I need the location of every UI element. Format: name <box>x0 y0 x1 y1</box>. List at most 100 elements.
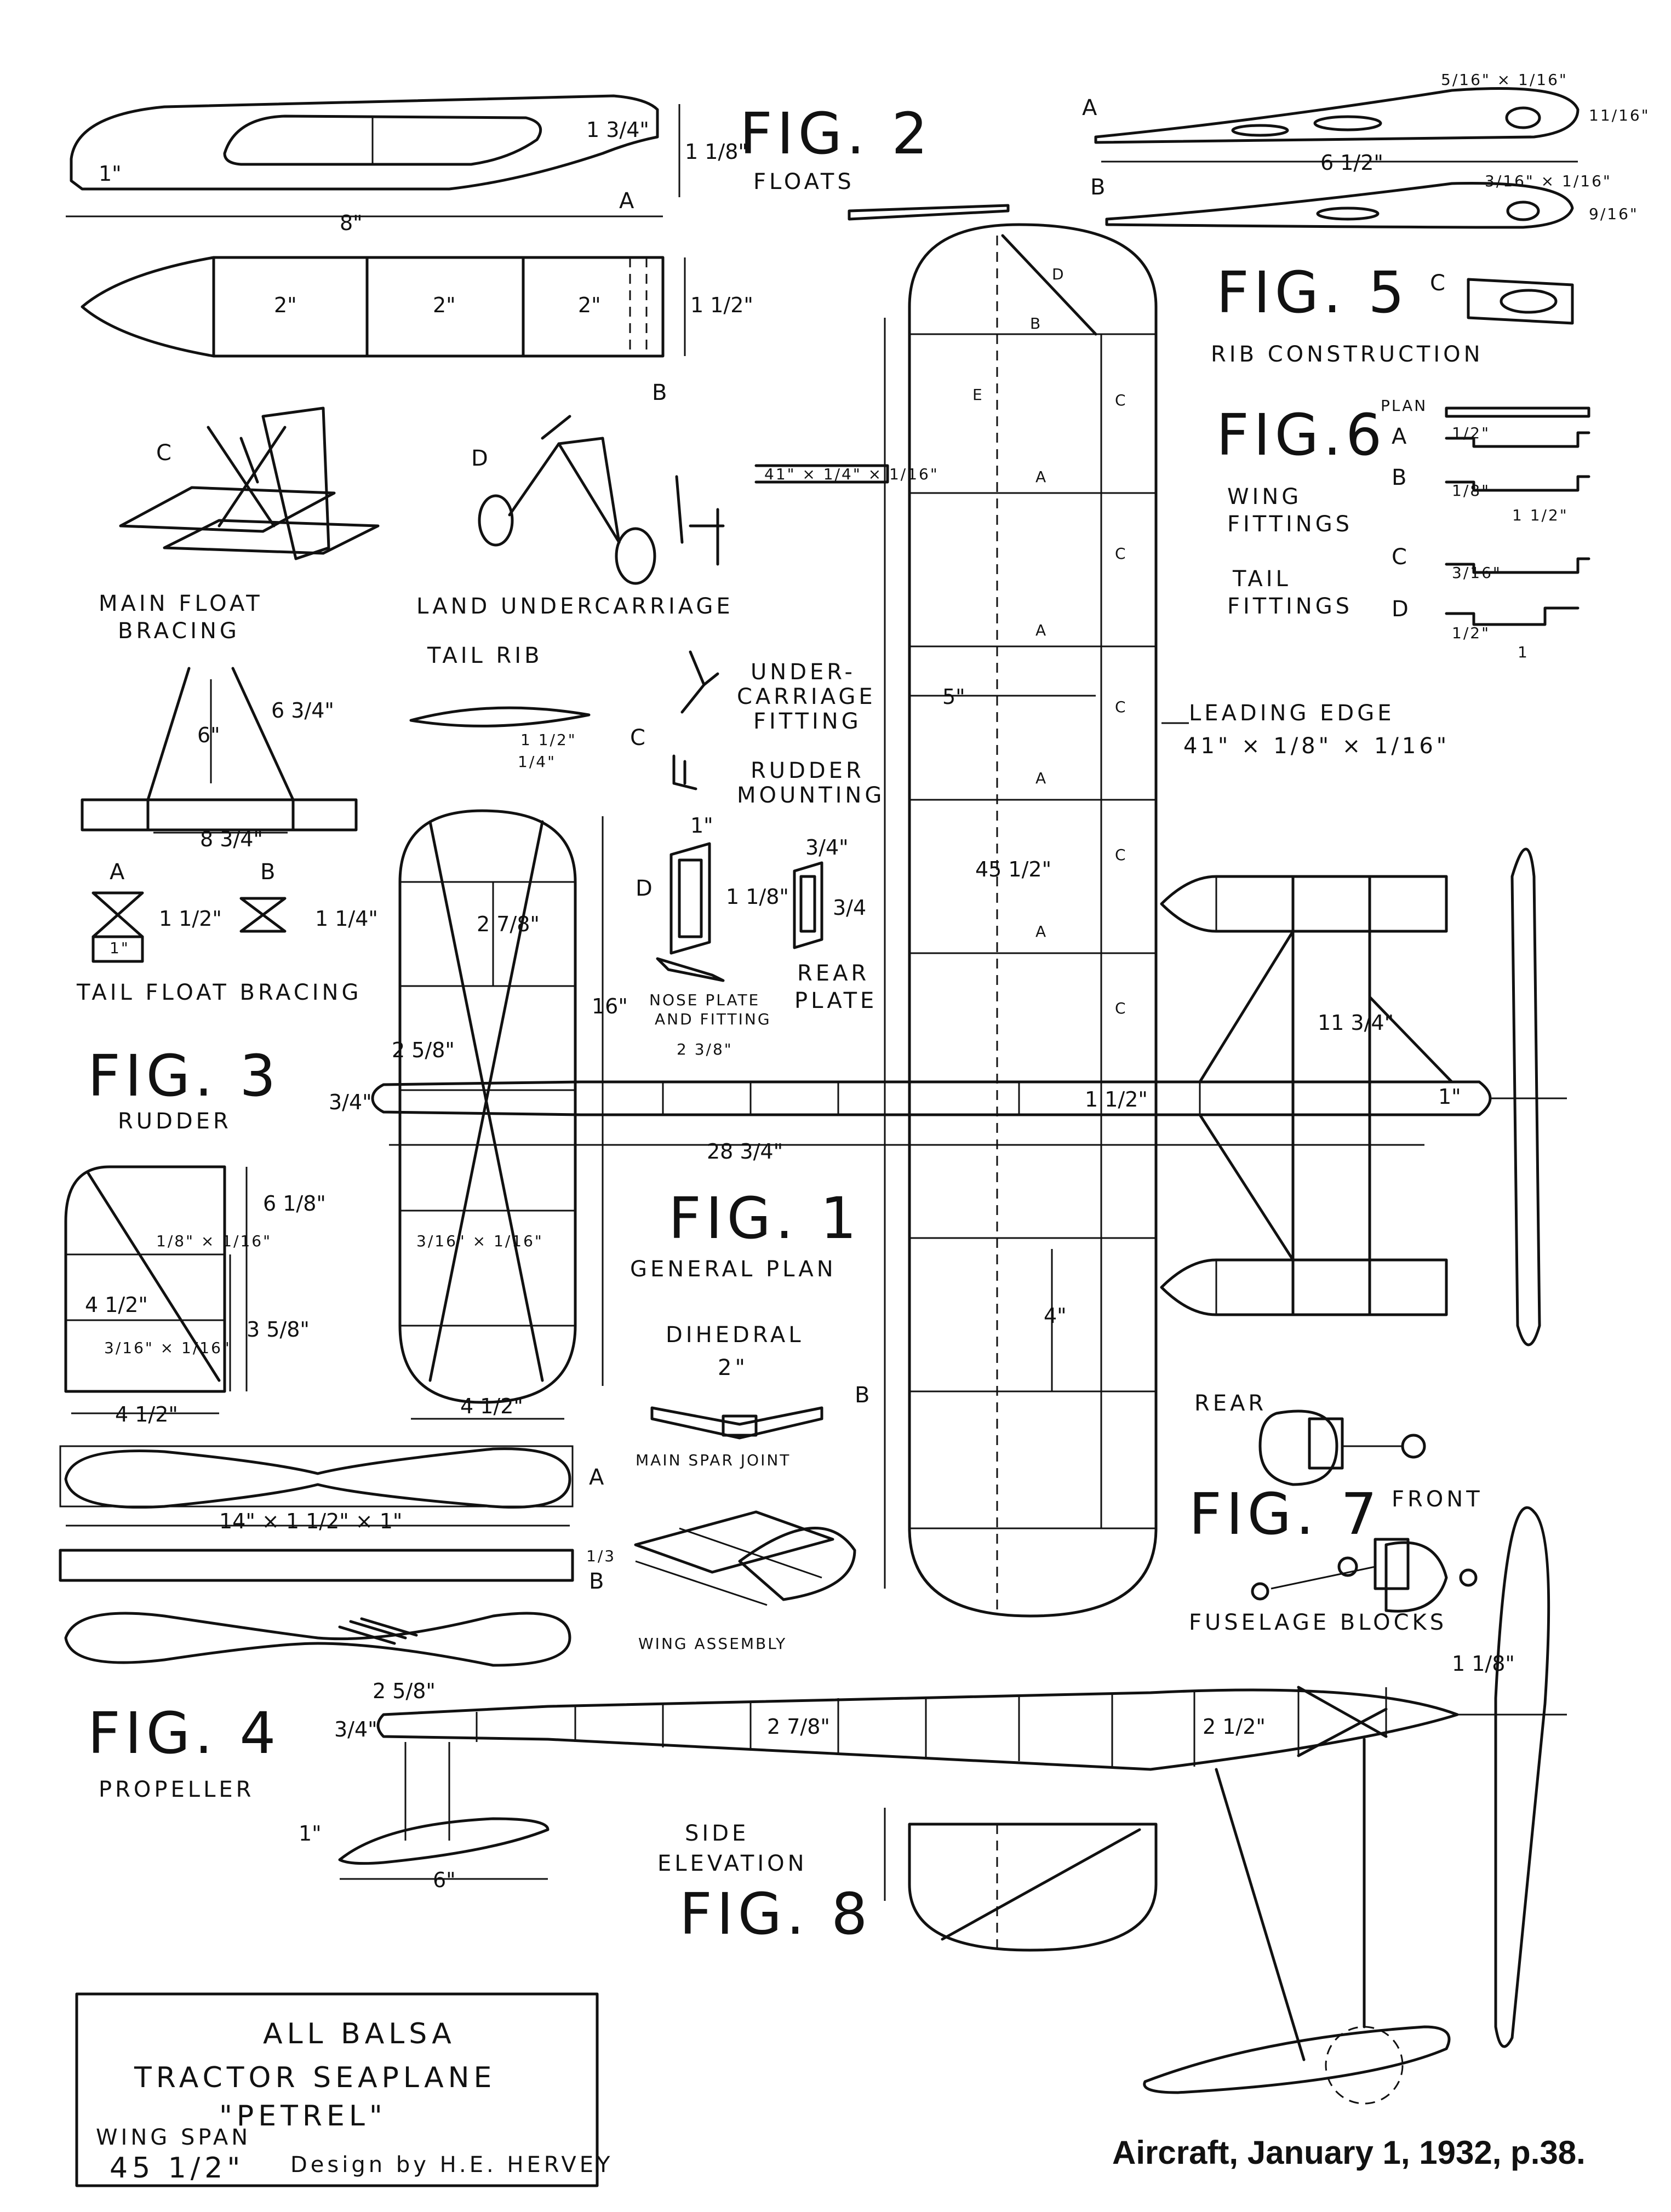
dim-float-seg-2: 2" <box>433 293 456 317</box>
dim-rud-a: 1/8" × 1/16" <box>156 1232 272 1250</box>
dim-rib-top: 5/16" × 1/16" <box>1441 71 1568 89</box>
label-main-float-bracing-1: MAIN FLOAT <box>99 591 263 616</box>
dim-float-nose: 1" <box>99 162 122 186</box>
float-side-view <box>70 94 659 191</box>
dim-rib-h2: 9/16" <box>1589 205 1639 223</box>
dim-f6-b: 1/8" <box>1452 482 1490 500</box>
fig1-label: FIG. 1 <box>668 1185 861 1252</box>
rib-a <box>1094 87 1580 144</box>
dim-brace-6: 6" <box>197 723 220 747</box>
dim-tail-278: 2 7/8" <box>477 912 540 936</box>
dim-prop: 14" × 1 1/2" × 1" <box>219 1509 402 1533</box>
wing-letter-c3: C <box>1115 698 1128 716</box>
fitting-letter-c: C <box>630 725 649 750</box>
title-line3: "PETREL" <box>219 2100 387 2133</box>
tailplane-plan: 2 7/8" 2 5/8" 3/16" × 1/16" 16" 4 1/2" <box>392 809 628 1420</box>
float-side-window <box>223 114 542 166</box>
dim-nose-2: 1 1/8" <box>726 885 789 909</box>
dim-rear-2: 3/4 <box>833 896 866 920</box>
wing-letter-a4: A <box>1035 922 1048 941</box>
fig4-caption: PROPELLER <box>99 1777 254 1802</box>
dim-float-step: 1 3/4" <box>586 118 649 142</box>
undercarriage-letter-d: D <box>471 446 491 471</box>
dim-side-6: 6" <box>433 1868 456 1892</box>
label-wing-assembly: WING ASSEMBLY <box>638 1635 787 1653</box>
dim-nose-1: 1" <box>690 813 713 838</box>
wing-letter-b: B <box>1030 314 1042 333</box>
label-rudder-mounting-1: RUDDER <box>751 758 865 783</box>
title-block: ALL BALSA TRACTOR SEAPLANE "PETREL" WING… <box>75 1992 613 2187</box>
wing-letter-c5: C <box>1115 999 1128 1017</box>
dim-fus-112: 1 1/2" <box>1085 1087 1148 1111</box>
prop-letter-a: A <box>589 1465 607 1490</box>
fig4-propeller: A 14" × 1 1/2" × 1" 1/3 B FIG. 4 PROPELL… <box>59 1445 616 1802</box>
fig3-caption: RUDDER <box>118 1109 232 1134</box>
dim-rud-412b: 4 1/2" <box>115 1402 178 1426</box>
dim-fus-34: 3/4" <box>329 1090 372 1114</box>
dim-rud-618: 6 1/8" <box>263 1191 326 1216</box>
dim-float-height: 1 1/8" <box>685 140 748 164</box>
label-rear-plate-2: PLATE <box>794 988 877 1013</box>
title-line2: TRACTOR SEAPLANE <box>134 2061 496 2094</box>
dim-tail-span: 16" <box>592 994 628 1018</box>
dim-float-width: 1 1/2" <box>690 293 753 317</box>
dim-float-1134: 11 3/4" <box>1318 1011 1394 1035</box>
dim-f6-d2: 1 <box>1518 643 1529 661</box>
fig3-rudder: FIG. 3 RUDDER 1/8" × 1/16" 4 1/2" 3/16" … <box>64 1042 326 1426</box>
dim-float-seg-1: 2" <box>274 293 297 317</box>
wing-letter-a2: A <box>1035 621 1048 639</box>
dim-prop-b: 1/3 <box>586 1547 616 1565</box>
dim-float-length: 8" <box>340 211 363 235</box>
dim-rib-a: 6 1/2" <box>1320 151 1383 175</box>
fig3-label: FIG. 3 <box>88 1042 280 1109</box>
spar-letter-b: B <box>855 1383 873 1408</box>
label-undercarriage-fitting-2: CARRIAGE <box>737 684 876 709</box>
rib-letter-c: C <box>1430 271 1449 296</box>
dim-f6-b2: 1 1/2" <box>1512 506 1569 524</box>
label-leading-edge-1: LEADING EDGE <box>1189 701 1395 726</box>
fig1-caption: GENERAL PLAN <box>630 1257 837 1282</box>
dim-float-seg-3: 2" <box>578 293 601 317</box>
dim-rib-h1: 11/16" <box>1589 106 1650 124</box>
dim-side-34: 3/4" <box>334 1717 377 1741</box>
tfb-letter-a: A <box>110 859 128 885</box>
dim-chord: 5" <box>942 685 965 709</box>
main-float-bracing-sketch: C MAIN FLOAT BRACING 6" 6 3/4" 8 3/4" <box>81 406 380 851</box>
dim-rib-b: 3/16" × 1/16" <box>1485 172 1612 190</box>
wing-letter-d: D <box>1052 265 1066 283</box>
letter-a: A <box>619 188 637 214</box>
dim-tail-412: 4 1/2" <box>460 1394 523 1418</box>
label-tail-float-bracing: TAIL FLOAT BRACING <box>76 980 362 1005</box>
label-main-spar-joint: MAIN SPAR JOINT <box>636 1451 791 1469</box>
fig7-caption: FUSELAGE BLOCKS <box>1189 1610 1447 1635</box>
fig6-plan: PLAN <box>1381 397 1427 415</box>
dim-tfb-1: 1" <box>110 939 130 957</box>
fig5-caption: RIB CONSTRUCTION <box>1211 342 1484 367</box>
wing-letter-a3: A <box>1035 769 1048 787</box>
title-wing-span-label: WING SPAN <box>96 2125 251 2150</box>
dim-rear-1: 3/4" <box>805 835 849 859</box>
wing-letter-c4: C <box>1115 846 1128 864</box>
rib-letter-a: A <box>1082 95 1100 121</box>
title-line1: ALL BALSA <box>263 2018 456 2050</box>
fig7-front: FRONT <box>1392 1487 1483 1512</box>
dim-side-118: 1 1/8" <box>1452 1652 1515 1676</box>
dim-tailrib-2: 1/4" <box>518 753 556 771</box>
fuselage-plan: 3/4" 28 3/4" 1 1/2" 1" <box>329 1080 1492 1164</box>
wing-letter-a1: A <box>1035 468 1048 486</box>
dim-side-1: 1" <box>299 1821 322 1846</box>
dim-f6-d: 1/2" <box>1452 624 1490 642</box>
dim-fus-1: 1" <box>1438 1085 1461 1109</box>
wing-letter-c1: C <box>1115 391 1128 409</box>
letter-b: B <box>652 380 670 405</box>
fig6-caption-fittings-2: FITTINGS <box>1227 594 1353 619</box>
label-nose-plate-2: AND FITTING <box>655 1010 771 1028</box>
label-tail-rib: TAIL RIB <box>427 643 543 668</box>
fig6-letter-c: C <box>1392 545 1410 570</box>
label-dihedral-1: DIHEDRAL <box>666 1322 804 1348</box>
label-rear-plate-1: REAR <box>797 961 869 986</box>
title-designer: Design by H.E. HERVEY <box>290 2152 613 2177</box>
tfb-letter-b: B <box>260 859 278 885</box>
dim-rud-412: 4 1/2" <box>85 1293 148 1317</box>
